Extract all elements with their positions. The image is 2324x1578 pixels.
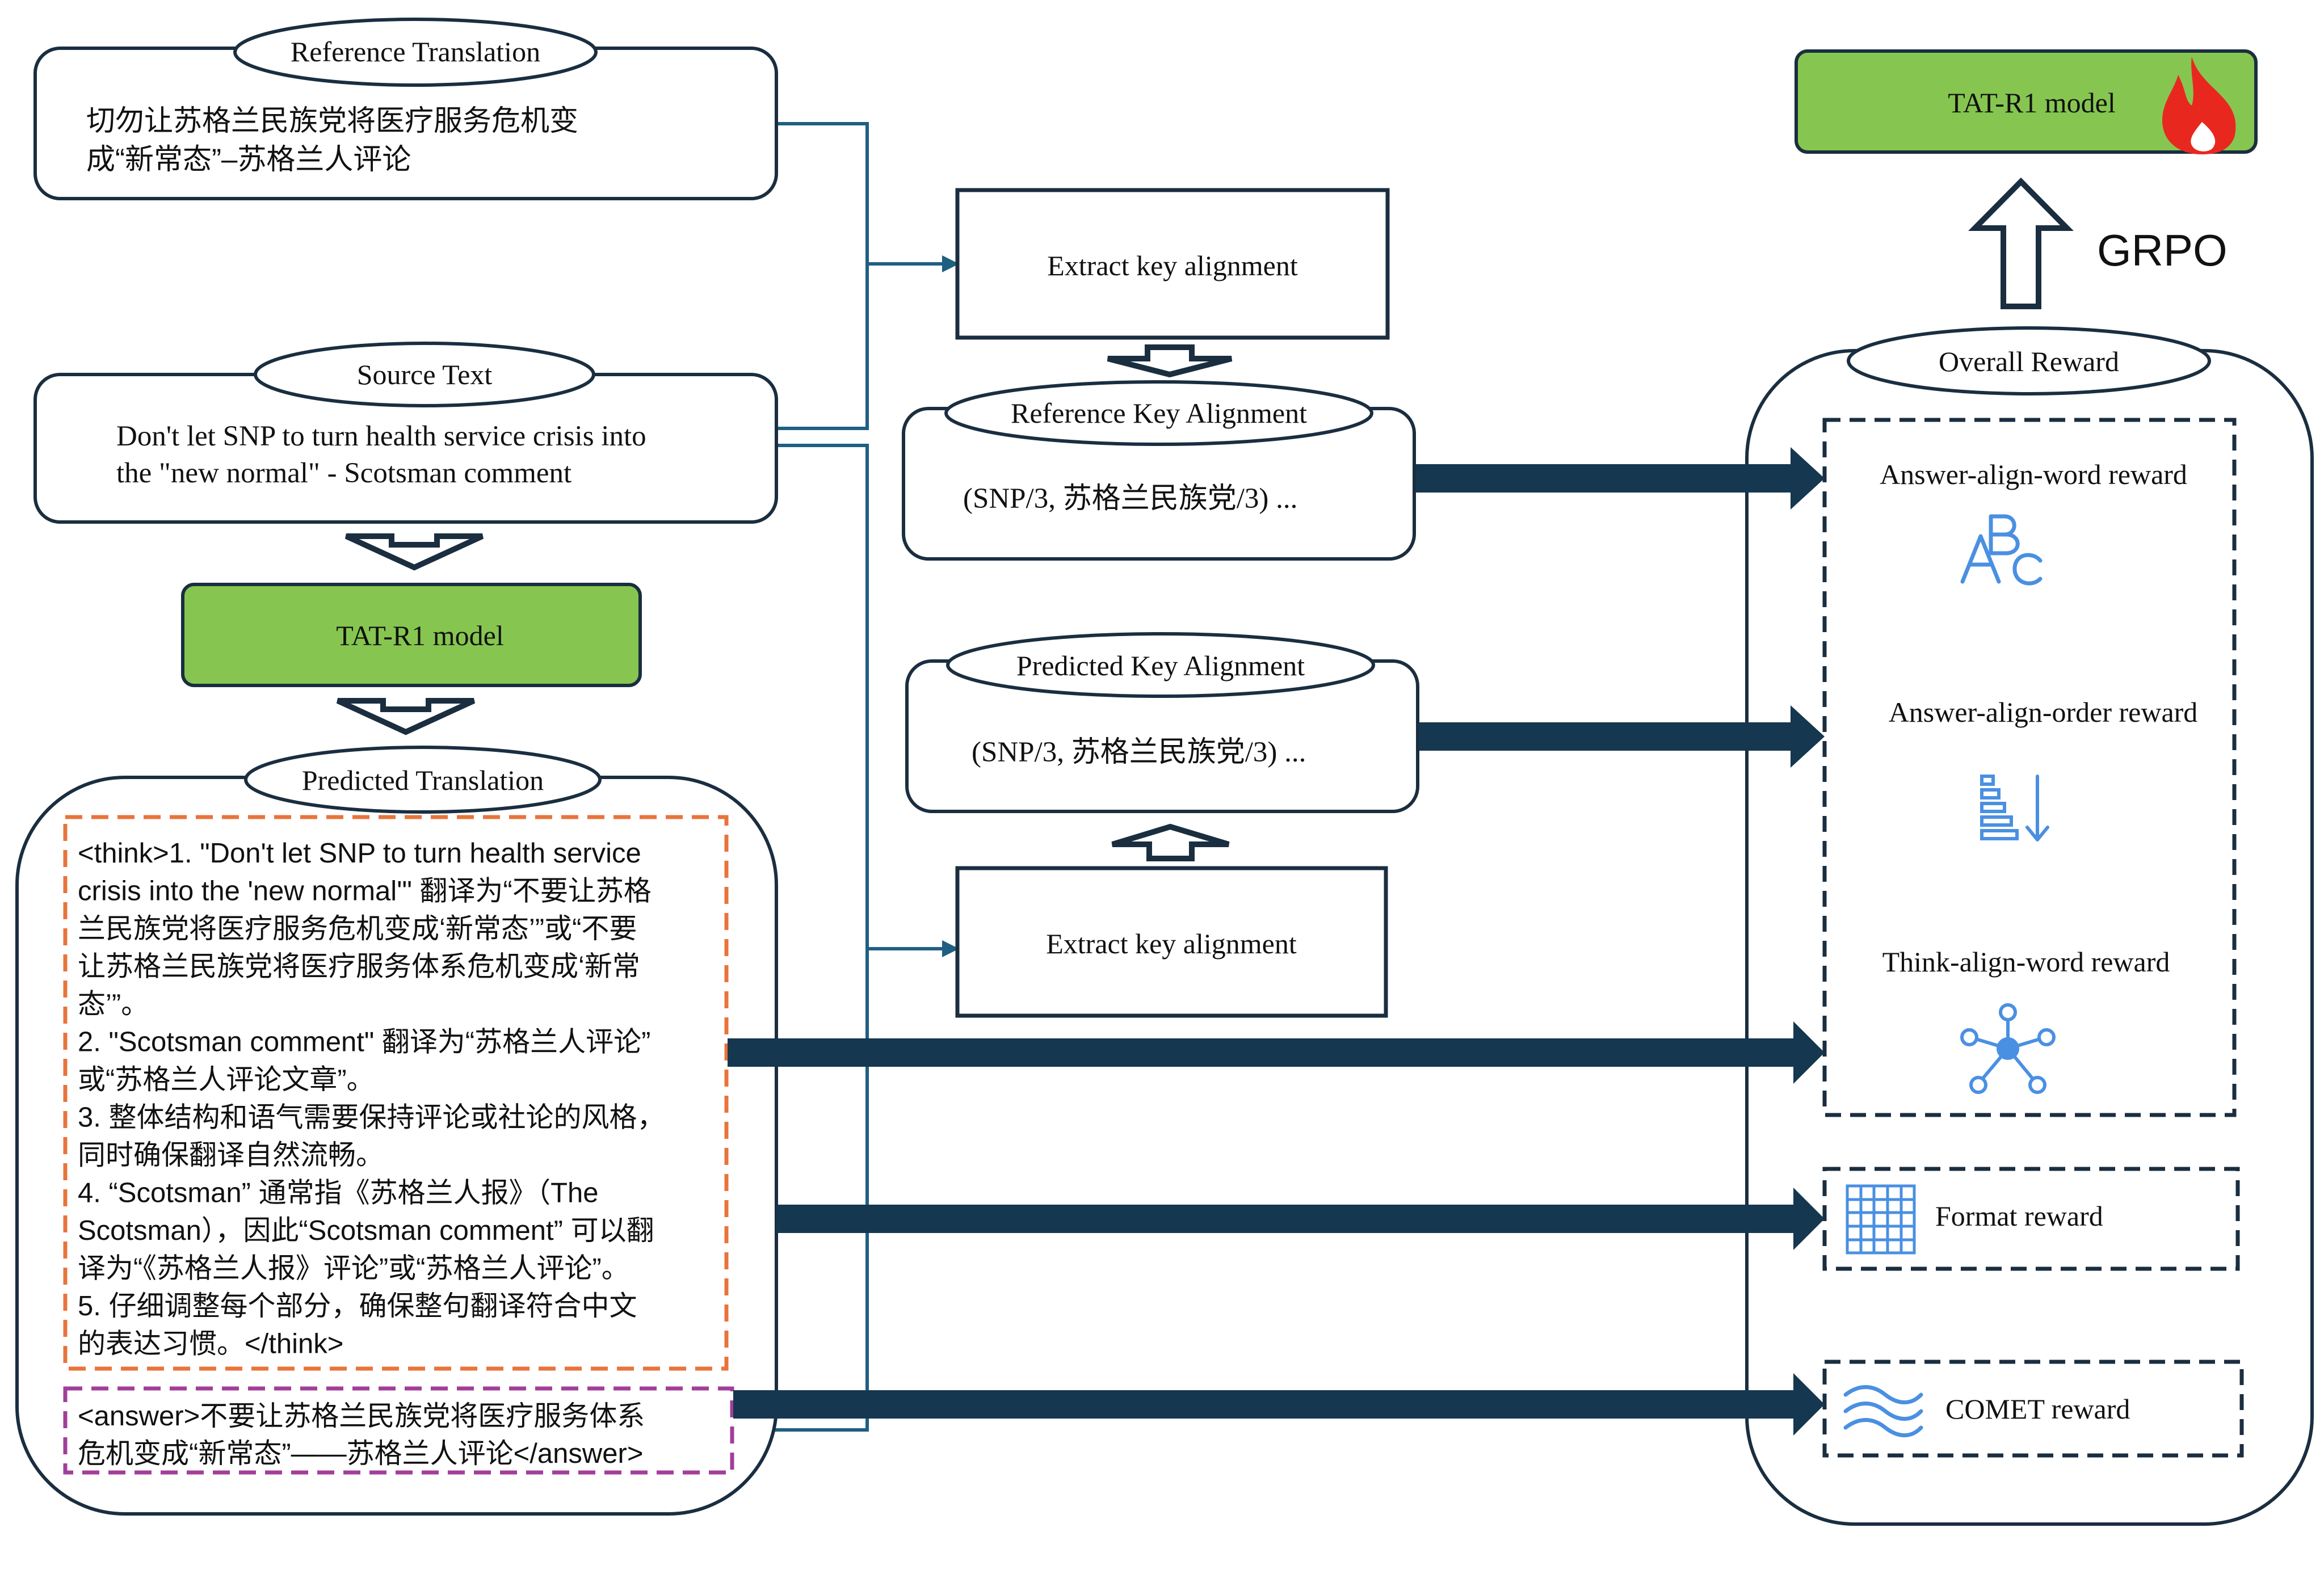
source-text-label: Source Text: [357, 359, 493, 390]
hollow-arrow-up-grpo: [1968, 177, 2074, 309]
predicted-translation-label: Predicted Translation: [302, 764, 544, 796]
connector-source-to-lower-extract: [776, 444, 953, 950]
think-line-10: 4. “Scotsman” 通常指《苏格兰人报》（The: [78, 1178, 599, 1209]
abc-icon: [1960, 514, 2043, 586]
connector-lines: [732, 122, 953, 1432]
extract-bottom-label: Extract key alignment: [1046, 928, 1297, 960]
think-line-2: crisis into the 'new normal'" 翻译为“不要让苏格: [78, 876, 652, 907]
arrow-predicted-alignment-to-reward: [1419, 705, 1825, 768]
think-line-14: 的表达习惯。</think>: [78, 1329, 343, 1360]
reward-label-think-align-word: Think-align-word reward: [1882, 946, 2170, 978]
overall-reward-box: Overall Reward Answer-align-word reward …: [1745, 326, 2314, 1526]
alignment-rewards-group: [1822, 418, 2237, 1117]
comet-reward-group: [1822, 1360, 2244, 1458]
connector-source-to-extract: [776, 264, 869, 430]
extract-top-label: Extract key alignment: [1047, 250, 1298, 281]
connector-arrowhead-bottom: [942, 940, 959, 957]
top-model-label: TAT-R1 model: [1948, 87, 2116, 119]
arrow-answer-to-comet-reward: [733, 1373, 1825, 1436]
reward-label-comet: COMET reward: [1945, 1393, 2130, 1425]
think-line-1: <think>1. "Don't let SNP to turn health …: [78, 838, 641, 869]
predicted-alignment-label: Predicted Key Alignment: [1016, 650, 1305, 681]
reward-label-answer-align-order: Answer-align-order reward: [1889, 696, 2198, 728]
think-line-4: 让苏格兰民族党将医疗服务体系危机变成‘新常: [78, 952, 640, 982]
reference-translation-line-2: 成“新常态”–苏格兰人评论: [86, 143, 411, 175]
reference-alignment-label: Reference Key Alignment: [1011, 397, 1307, 429]
grpo-label: GRPO: [2097, 225, 2228, 275]
sort-descending-icon: [1980, 775, 2049, 841]
hollow-arrow-down-3: [1107, 344, 1233, 378]
arrow-reference-alignment-to-reward: [1416, 447, 1825, 510]
predicted-alignment-value: (SNP/3, 苏格兰民族党/3) ...: [972, 737, 1306, 768]
think-line-3: 兰民族党将医疗服务危机变成‘新常态’”或“不要: [78, 914, 637, 944]
reference-translation-line-1: 切勿让苏格兰民族党将医疗服务危机变: [86, 104, 578, 137]
answer-line-2: 危机变成“新常态”——苏格兰人评论</answer>: [78, 1438, 643, 1469]
reward-label-answer-align-word: Answer-align-word reward: [1880, 458, 2187, 490]
answer-line-1: <answer>不要让苏格兰民族党将医疗服务体系: [78, 1401, 645, 1432]
source-text-line-1: Don't let SNP to turn health service cri…: [116, 420, 646, 452]
reference-translation-label: Reference Translation: [291, 36, 540, 68]
top-model-box: TAT-R1 model: [1795, 49, 2258, 154]
waves-icon: [1843, 1385, 1923, 1437]
connector-answer-to-lower-extract: [732, 949, 869, 1432]
hollow-arrow-up-1: [1111, 823, 1230, 861]
arrow-think-to-reward: [728, 1021, 1825, 1084]
reward-label-format: Format reward: [1935, 1200, 2103, 1232]
answer-section-border: [63, 1386, 734, 1475]
hollow-arrow-down-2: [336, 698, 476, 735]
network-icon: [1960, 1003, 2056, 1094]
fire-icon: [2162, 57, 2236, 154]
predicted-translation-box: Predicted Translation <think>1. "Don't l…: [15, 746, 778, 1516]
source-text-box: Source Text Don't let SNP to turn health…: [33, 342, 778, 524]
flow-arrows: [728, 447, 1825, 1436]
extract-top-box: Extract key alignment: [955, 188, 1390, 340]
reference-alignment-box: Reference Key Alignment (SNP/3, 苏格兰民族党/3…: [902, 380, 1416, 561]
predicted-alignment-box: Predicted Key Alignment (SNP/3, 苏格兰民族党/3…: [905, 632, 1419, 813]
think-line-11: Scotsman），因此“Scotsman comment” 可以翻: [78, 1215, 654, 1246]
think-section: <think>1. "Don't let SNP to turn health …: [78, 838, 665, 1360]
overall-reward-label: Overall Reward: [1939, 346, 2119, 377]
think-line-9: 同时确保翻译自然流畅。: [78, 1140, 384, 1171]
think-line-13: 5. 仔细调整每个部分，确保整句翻译符合中文: [78, 1291, 637, 1322]
connector-reference-to-extract: [776, 122, 953, 266]
source-text-line-2: the "new normal" - Scotsman comment: [116, 457, 571, 489]
hollow-arrow-down-1: [344, 533, 484, 571]
reference-translation-box: Reference Translation 切勿让苏格兰民族党将医疗服务危机变 …: [33, 18, 778, 200]
think-line-5: 态’”。: [78, 989, 149, 1020]
extract-bottom-box: Extract key alignment: [955, 866, 1388, 1018]
connector-arrowhead-top: [942, 255, 959, 272]
model-box-label: TAT-R1 model: [336, 620, 504, 651]
think-line-7: 或“苏格兰人评论文章”。: [78, 1064, 375, 1095]
think-section-border: [63, 815, 729, 1371]
model-box: TAT-R1 model: [181, 583, 642, 687]
think-line-12: 译为“《苏格兰人报》评论”或“苏格兰人评论”。: [78, 1253, 629, 1284]
arrow-prediction-to-format-reward: [776, 1188, 1825, 1250]
think-line-6: 2. "Scotsman comment" 翻译为“苏格兰人评论”: [78, 1027, 651, 1058]
reference-alignment-value: (SNP/3, 苏格兰民族党/3) ...: [963, 483, 1297, 515]
grid-icon: [1846, 1184, 1916, 1255]
think-line-8: 3. 整体结构和语气需要保持评论或社论的风格，: [78, 1103, 665, 1133]
